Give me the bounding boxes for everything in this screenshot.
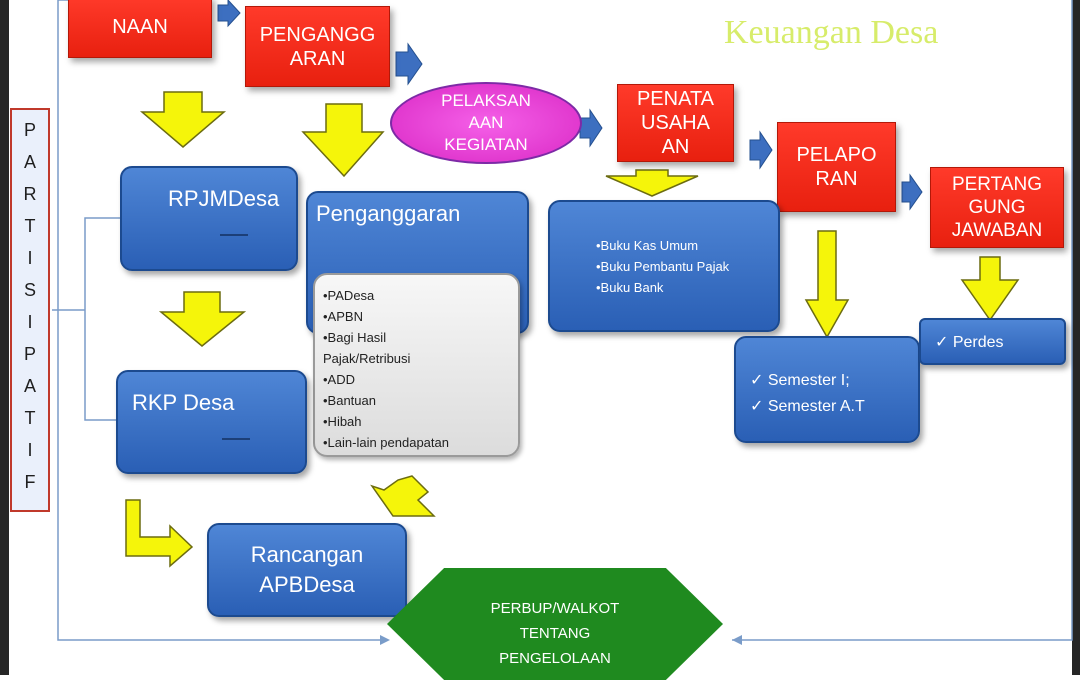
- partisipatif-letter: P: [23, 344, 36, 364]
- box-buku-list: •Buku Kas Umum •Buku Pembantu Pajak •Buku …: [596, 235, 729, 298]
- stage-pertanggungjawaban-label: PERTANG GUNG JAWABAN: [951, 174, 1043, 241]
- box-rkpdesa: RKP Desa: [116, 370, 307, 474]
- partisipatif-letter: S: [23, 280, 36, 300]
- arrow-right-3: [579, 108, 603, 148]
- stage-pelaporan-label: PELAPO RAN: [796, 144, 877, 190]
- source-item: •ADD: [323, 372, 355, 387]
- box-semester-list: ✓ Semester I; ✓ Semester A.T: [750, 368, 865, 420]
- source-item: •Bagi Hasil Pajak/Retribusi: [323, 330, 411, 366]
- stage-pertanggungjawaban: PERTANG GUNG JAWABAN: [930, 167, 1064, 248]
- arrow-right-4: [749, 130, 773, 170]
- stage-penatausahaan-label: PENATA USAHA AN: [636, 88, 715, 158]
- stage-penganggaran: PENGANGG ARAN: [245, 6, 390, 87]
- box-penganggaran-label: Penganggaran: [316, 201, 461, 226]
- source-item: •Bantuan: [323, 393, 376, 408]
- perbup-label: PERBUP/WALKOT TENTANG PENGELOLAAN: [490, 600, 620, 667]
- box-semester: ✓ Semester I; ✓ Semester A.T: [734, 336, 920, 443]
- box-buku: •Buku Kas Umum •Buku Pembantu Pajak •Buku …: [548, 200, 780, 332]
- arrow-down-penganggaran: [301, 103, 385, 178]
- box-rkpdesa-label: RKP Desa: [132, 390, 235, 415]
- source-item: •Hibah: [323, 414, 362, 429]
- arrow-down-buku: [605, 169, 699, 197]
- source-item: •PADesa: [323, 288, 375, 303]
- arrow-down-rkp: [158, 291, 247, 347]
- box-perdes: ✓ Perdes: [919, 318, 1066, 365]
- stage-perencanaan-label: NAAN: [112, 16, 168, 38]
- arrow-right-2: [395, 42, 423, 86]
- arrow-down-rpjm: [139, 91, 227, 148]
- right-feedback-arrowhead: [732, 635, 742, 645]
- stage-pelaksanaan-label: PELAKSAN AAN KEGIATAN: [441, 91, 531, 154]
- box-rancangan-label: Rancangan APBDesa: [250, 542, 364, 597]
- stage-penganggaran-label: PENGANGG ARAN: [259, 23, 376, 70]
- box-rkpdesa-dash: [222, 438, 250, 440]
- source-item: •Lain-lain pendapatan: [323, 435, 449, 450]
- stage-penatausahaan: PENATA USAHA AN: [617, 84, 734, 162]
- arrow-down-semester: [804, 230, 850, 339]
- partisipatif-letter: P: [23, 120, 36, 140]
- right-frame-bar: [1072, 0, 1080, 675]
- box-rancangan-apbdesa: Rancangan APBDesa: [207, 523, 407, 617]
- partisipatif-letter: A: [23, 376, 36, 396]
- sources-list: •PADesa •APBN •Bagi Hasil Pajak/Retribusi •…: [313, 273, 520, 457]
- stage-pelaksanaan: PELAKSAN AAN KEGIATAN: [390, 82, 582, 164]
- arrow-right-5: [901, 173, 923, 211]
- arrow-down-perdes: [960, 256, 1020, 322]
- buku-item: •Buku Pembantu Pajak: [596, 259, 730, 274]
- semester-item: ✓ Semester A.T: [750, 398, 865, 415]
- partisipatif-letter: I: [27, 248, 33, 268]
- partisipatif-letter: F: [24, 472, 36, 492]
- box-perdes-label: ✓ Perdes: [935, 334, 1004, 351]
- partisipatif-letter: I: [27, 312, 33, 332]
- partisipatif-letter: R: [23, 184, 37, 204]
- perbup-hexagon: PERBUP/WALKOT TENTANG PENGELOLAAN: [387, 568, 723, 680]
- stage-pelaporan: PELAPO RAN: [777, 122, 896, 212]
- arrow-diagonal-rancangan: [370, 475, 436, 517]
- right-feedback-line: [732, 0, 1073, 641]
- partisipatif-letter: T: [24, 408, 36, 428]
- box-rpjmdesa-dash: [220, 234, 248, 236]
- semester-item: ✓ Semester I;: [750, 372, 850, 389]
- left-feedback-arrowhead: [380, 635, 390, 645]
- box-rpjmdesa: RPJMDesa: [120, 166, 298, 271]
- rpjm-rkp-bracket: [84, 217, 122, 421]
- arrow-bent-rancangan: [125, 499, 194, 568]
- left-frame-bar: [0, 0, 9, 675]
- box-rpjmdesa-label: RPJMDesa: [168, 186, 280, 211]
- stage-perencanaan: NAAN: [68, 0, 212, 58]
- buku-item: •Buku Bank: [596, 280, 664, 295]
- diagram-title: Keuangan Desa: [724, 14, 939, 51]
- buku-item: •Buku Kas Umum: [596, 238, 699, 253]
- partisipatif-letter: T: [24, 216, 36, 236]
- arrow-right-1: [217, 0, 241, 28]
- source-item: •APBN: [323, 309, 363, 324]
- partisipatif-letter: A: [23, 152, 36, 172]
- left-feedback-line: [57, 0, 380, 641]
- partisipatif-letter: I: [27, 440, 33, 460]
